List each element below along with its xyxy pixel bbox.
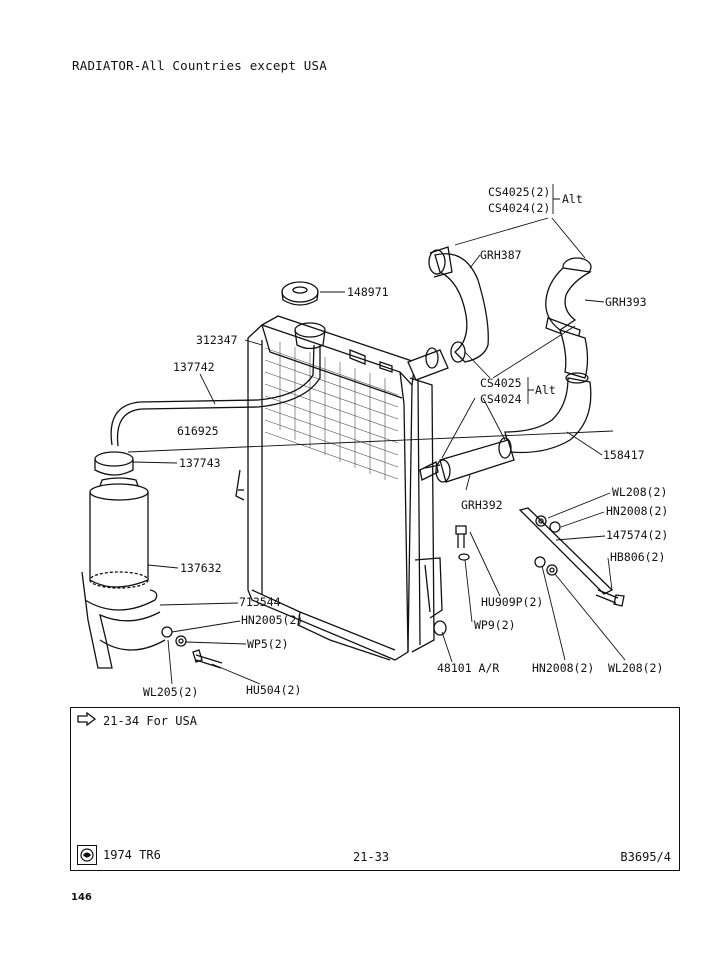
overflow-pipe [110, 344, 321, 447]
arrow-right-icon [77, 711, 97, 729]
label-hn2005: HN2005(2) [241, 613, 303, 627]
top-hose [407, 246, 489, 381]
label-616925: 616925 [177, 424, 219, 438]
label-137632: 137632 [180, 561, 222, 575]
label-137743: 137743 [179, 456, 221, 470]
label-312347: 312347 [196, 333, 238, 347]
label-48101: 48101 A/R [437, 661, 499, 675]
section-number: 21-33 [353, 850, 390, 864]
label-alt-top: Alt [562, 192, 583, 206]
label-alt-mid: Alt [535, 383, 556, 397]
label-hu909p: HU909P(2) [481, 595, 543, 609]
leader-lines [127, 184, 626, 685]
cross-reference-text: 21-34 For USA [103, 713, 197, 728]
label-cs4025-top: CS4025(2) [488, 185, 550, 199]
label-148971: 148971 [347, 285, 389, 299]
page-title: RADIATOR-All Countries except USA [72, 58, 327, 73]
footer-model: 1974 TR6 [77, 845, 161, 865]
label-158417: 158417 [603, 448, 645, 462]
model-text: 1974 TR6 [103, 848, 161, 862]
label-wl208-b: WL208(2) [608, 661, 663, 675]
note-box: 21-34 For USA 1974 TR6 21-33 B3695/4 [70, 707, 680, 871]
upper-right-hose [545, 257, 592, 379]
label-hn2008-b: HN2008(2) [532, 661, 594, 675]
radiator-cap [281, 281, 319, 306]
part-labels: CS4025(2) CS4024(2) Alt GRH387 GRH393 14… [143, 185, 668, 699]
label-hn2008-a: HN2008(2) [606, 504, 668, 518]
label-grh392: GRH392 [461, 498, 503, 512]
label-grh393: GRH393 [605, 295, 647, 309]
label-wp9: WP9(2) [474, 618, 516, 632]
label-hb806: HB806(2) [610, 550, 665, 564]
label-cs4025-mid: CS4025 [480, 376, 522, 390]
label-137742: 137742 [173, 360, 215, 374]
label-wp5: WP5(2) [247, 637, 289, 651]
label-wl208-a: WL208(2) [612, 485, 667, 499]
expansion-tank [81, 451, 166, 669]
label-cs4024-top: CS4024(2) [488, 201, 550, 215]
page-number: 146 [71, 892, 92, 903]
label-cs4024-mid: CS4024 [480, 392, 522, 406]
reference-number: B3695/4 [620, 850, 671, 864]
cross-reference[interactable]: 21-34 For USA [77, 711, 197, 729]
label-wl205: WL205(2) [143, 685, 198, 699]
label-grh387: GRH387 [480, 248, 522, 262]
label-147574: 147574(2) [606, 528, 668, 542]
label-713544: 713544 [239, 595, 281, 609]
label-hu504: HU504(2) [246, 683, 301, 697]
bl-logo-icon [77, 845, 97, 865]
